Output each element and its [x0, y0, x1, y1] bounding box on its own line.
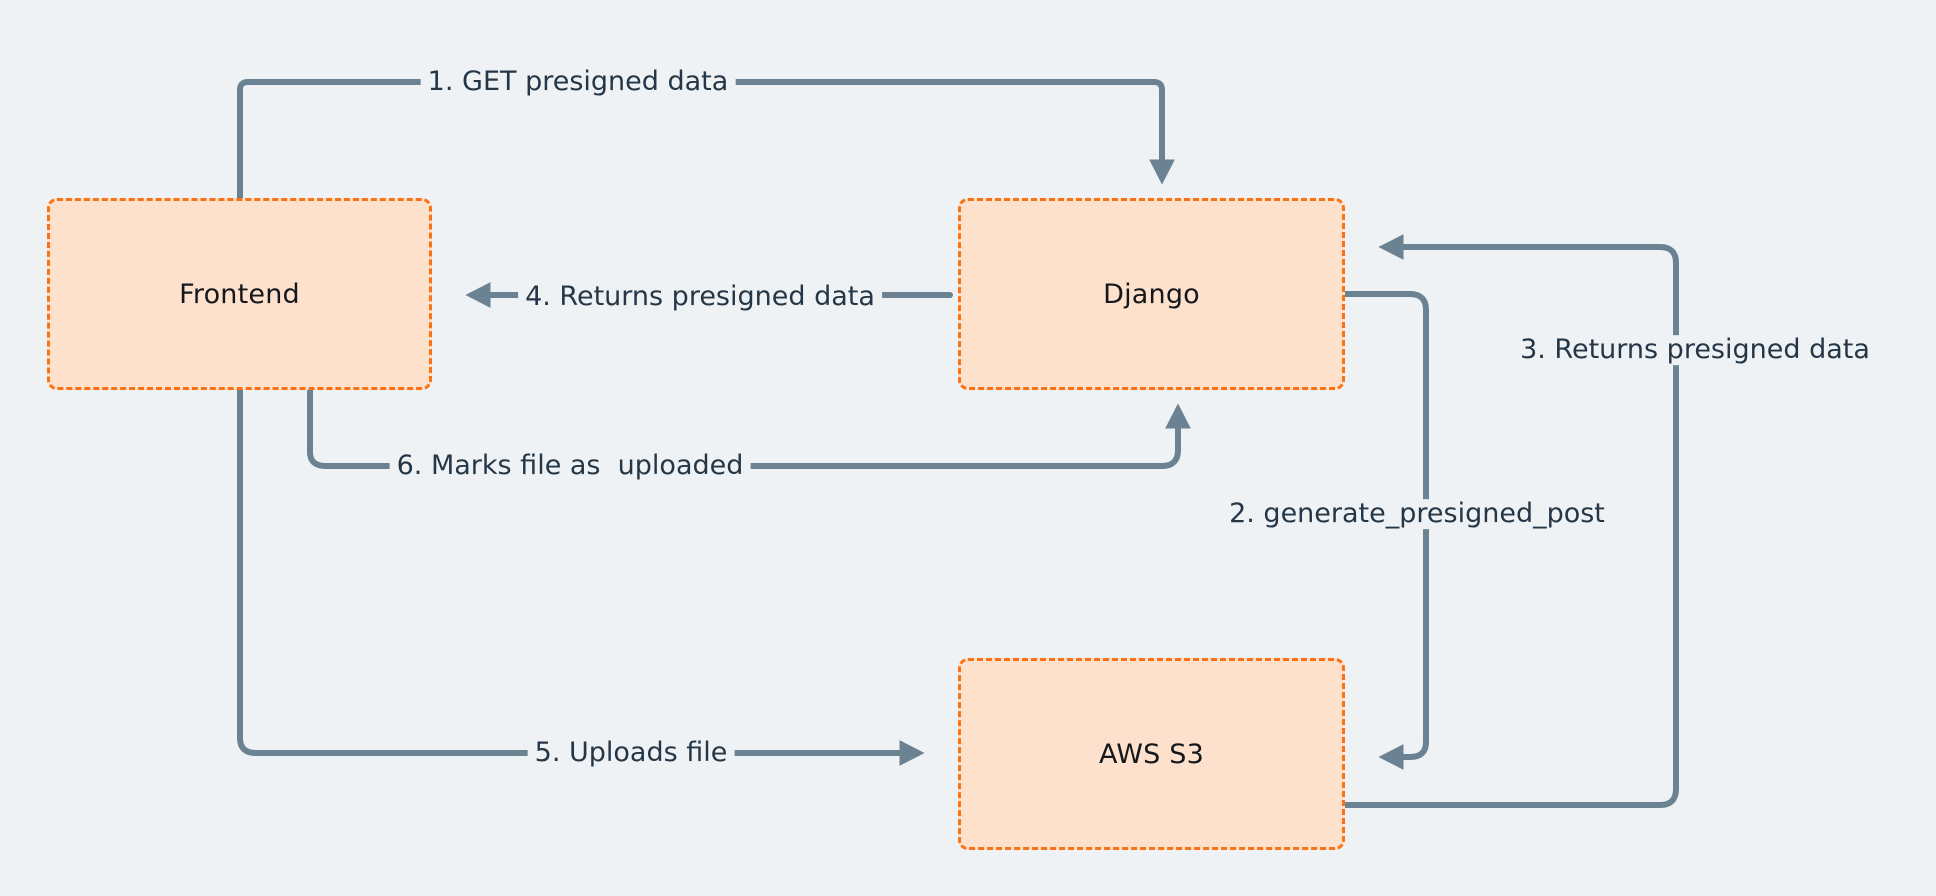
node-django-label: Django: [1103, 278, 1200, 310]
node-aws-s3-label: AWS S3: [1099, 738, 1204, 770]
edge-path-1: [237, 79, 1175, 201]
edge-path-5: [237, 387, 925, 766]
edge-label-6: 6. Marks file as uploaded: [389, 451, 751, 481]
node-aws-s3[interactable]: AWS S3: [958, 658, 1345, 850]
edge-label-3: 3. Returns presigned data: [1513, 335, 1877, 365]
edge-label-1: 1. GET presigned data: [420, 67, 736, 97]
edge-label-4: 4. Returns presigned data: [518, 282, 882, 312]
edge-path-3: [1342, 234, 1679, 808]
edge-label-2: 2. generate_presigned_post: [1222, 499, 1612, 529]
node-django[interactable]: Django: [958, 198, 1345, 390]
edge-label-5: 5. Uploads file: [527, 738, 735, 768]
node-frontend[interactable]: Frontend: [47, 198, 432, 390]
node-frontend-label: Frontend: [179, 278, 300, 310]
